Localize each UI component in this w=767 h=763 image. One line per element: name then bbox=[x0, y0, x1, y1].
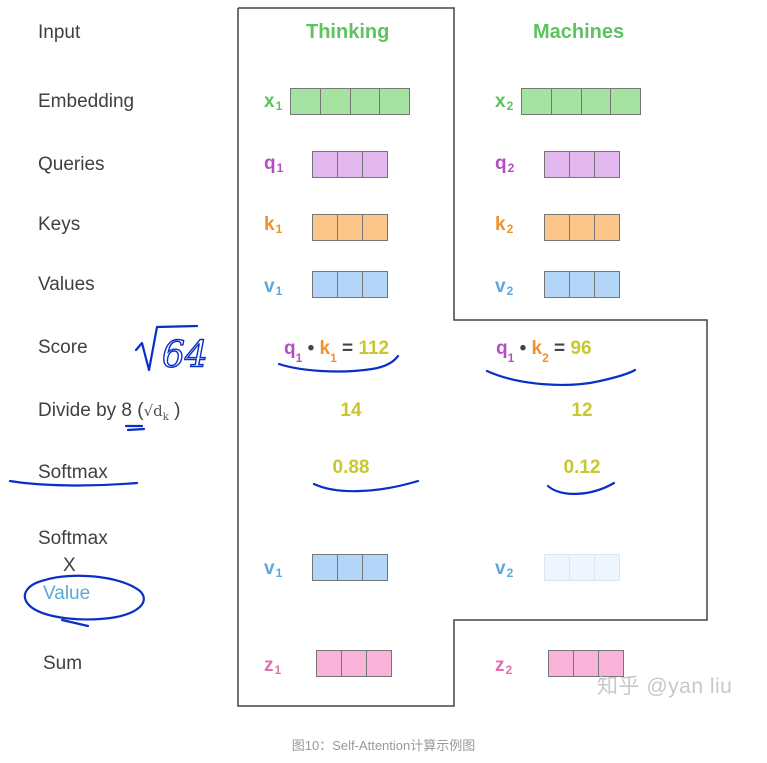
row-label-queries: Queries bbox=[38, 154, 105, 175]
z2-sum-vector bbox=[548, 650, 624, 677]
handwritten-sqrt-64: 64 bbox=[162, 335, 208, 376]
z2-label: z2 bbox=[495, 655, 513, 677]
weighted-v1-vector bbox=[312, 554, 388, 581]
sqrt-dk: √dk bbox=[143, 402, 169, 423]
x1-label: x1 bbox=[264, 91, 283, 113]
softmax1-underline bbox=[312, 479, 420, 493]
q2-query-vector bbox=[544, 151, 620, 178]
row-label-divide: Divide by 8 (√dk ) bbox=[38, 400, 180, 423]
sqrt-dk-sub: k bbox=[162, 412, 169, 423]
softmax-2: 0.12 bbox=[563, 457, 601, 478]
z1-label: z1 bbox=[264, 655, 282, 677]
row-label-softmax: Softmax bbox=[38, 462, 108, 483]
q1-query-vector bbox=[312, 151, 388, 178]
row-label-keys: Keys bbox=[38, 214, 81, 235]
sqrt-dk-base: √d bbox=[143, 402, 163, 420]
x2-label: x2 bbox=[495, 91, 514, 113]
weighted-v2-vector-faded bbox=[544, 554, 620, 581]
figure-caption: 图10：Self-Attention计算示例图 bbox=[291, 738, 476, 753]
row-label-softmax-x-value-1: Softmax bbox=[38, 528, 108, 549]
watermark: 知乎 @yan liu bbox=[597, 675, 733, 698]
score1-underline bbox=[277, 354, 400, 373]
divide-open-paren: ( bbox=[132, 400, 144, 421]
softmax-label-underline bbox=[8, 479, 139, 487]
divided-score-2: 12 bbox=[571, 400, 593, 421]
row-label-embedding: Embedding bbox=[38, 91, 135, 112]
divided-score-1: 14 bbox=[340, 400, 362, 421]
token-word-machines: Machines bbox=[533, 21, 625, 43]
v2-value-vector bbox=[544, 271, 620, 298]
handwritten-sqrt-sign bbox=[134, 324, 199, 372]
row-label-score: Score bbox=[38, 337, 88, 358]
x1-embedding-vector bbox=[290, 88, 410, 115]
x2-embedding-vector bbox=[521, 88, 641, 115]
softmax2-underline bbox=[546, 481, 616, 495]
v1-value-vector bbox=[312, 271, 388, 298]
z1-sum-vector bbox=[316, 650, 392, 677]
v2-label: v2 bbox=[495, 276, 514, 298]
row-label-sum: Sum bbox=[43, 653, 83, 674]
score2-underline bbox=[485, 368, 637, 386]
token-word-thinking: Thinking bbox=[306, 21, 390, 43]
k1-key-vector bbox=[312, 214, 388, 241]
divide-close-paren: ) bbox=[168, 400, 181, 421]
k2-label: k2 bbox=[495, 214, 514, 236]
divide-number: 8 bbox=[121, 400, 132, 421]
q2-label: q2 bbox=[495, 153, 515, 175]
v1-label: v1 bbox=[264, 276, 283, 298]
q1-label: q1 bbox=[264, 153, 284, 175]
k2-key-vector bbox=[544, 214, 620, 241]
row-label-softmax-x-value-3: Value bbox=[43, 583, 91, 604]
k1-label: k1 bbox=[264, 214, 283, 236]
row-label-softmax-x-value-2: X bbox=[63, 555, 76, 576]
weighted-v2-label: v2 bbox=[495, 558, 514, 580]
row-label-input: Input bbox=[38, 22, 81, 43]
divide-8-underline-2 bbox=[126, 427, 146, 432]
weighted-v1-label: v1 bbox=[264, 558, 283, 580]
row-label-values: Values bbox=[38, 274, 95, 295]
softmax-1: 0.88 bbox=[332, 457, 370, 478]
divide-prefix: Divide by bbox=[38, 400, 122, 421]
value-circle-tail bbox=[60, 618, 90, 628]
value-circle bbox=[23, 574, 145, 621]
score-expression-2: q1 • k2 = 96 bbox=[496, 338, 592, 365]
score-expression-1: q1 • k1 = 112 bbox=[284, 338, 390, 365]
